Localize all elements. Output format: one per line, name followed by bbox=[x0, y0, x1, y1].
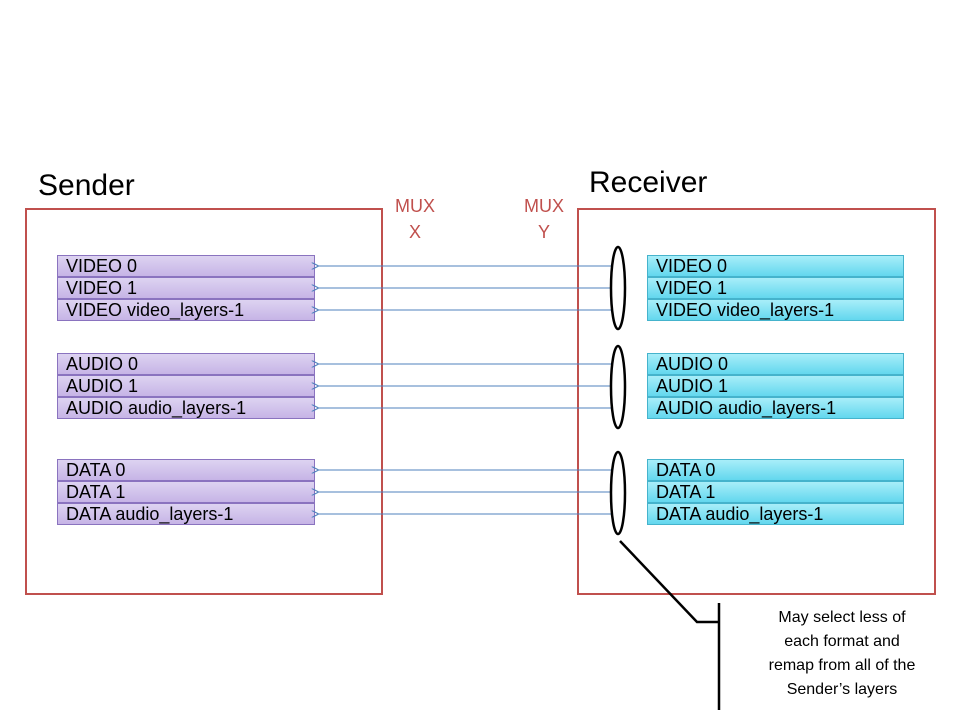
sender-layer-audio-0: AUDIO 0 bbox=[57, 353, 315, 375]
sender-layer-data-1: DATA 1 bbox=[57, 481, 315, 503]
note-line-2: each format and bbox=[784, 633, 900, 650]
mux-x-label: MUX X bbox=[391, 193, 439, 245]
sender-layer-data-0: DATA 0 bbox=[57, 459, 315, 481]
receiver-layer-video-1: VIDEO 1 bbox=[647, 277, 904, 299]
sender-layer-video-1: VIDEO 1 bbox=[57, 277, 315, 299]
sender-layer-video-last: VIDEO video_layers-1 bbox=[57, 299, 315, 321]
mux-x-line1: MUX bbox=[395, 196, 435, 216]
mux-y-line2: Y bbox=[537, 222, 550, 242]
callout-line bbox=[619, 540, 719, 624]
receiver-layer-data-0: DATA 0 bbox=[647, 459, 904, 481]
sender-layer-audio-1: AUDIO 1 bbox=[57, 375, 315, 397]
sender-panel bbox=[25, 208, 383, 595]
receiver-layer-data-1: DATA 1 bbox=[647, 481, 904, 503]
receiver-layer-audio-0: AUDIO 0 bbox=[647, 353, 904, 375]
callout-note: May select less of each format and remap… bbox=[744, 606, 940, 702]
receiver-layer-data-last: DATA audio_layers-1 bbox=[647, 503, 904, 525]
mux-y-label: MUX Y bbox=[520, 193, 568, 245]
sender-layer-data-last: DATA audio_layers-1 bbox=[57, 503, 315, 525]
mux-x-line2: X bbox=[408, 222, 421, 242]
receiver-layer-video-0: VIDEO 0 bbox=[647, 255, 904, 277]
note-line-3: remap from all of the bbox=[768, 657, 916, 674]
note-line-4: Sender’s layers bbox=[786, 681, 898, 698]
data-selection-ellipse bbox=[609, 450, 627, 536]
receiver-layer-audio-1: AUDIO 1 bbox=[647, 375, 904, 397]
receiver-panel bbox=[577, 208, 936, 595]
audio-selection-ellipse bbox=[609, 344, 627, 430]
sender-title: Sender bbox=[38, 169, 135, 202]
receiver-layer-video-last: VIDEO video_layers-1 bbox=[647, 299, 904, 321]
mux-y-line1: MUX bbox=[524, 196, 564, 216]
receiver-layer-audio-last: AUDIO audio_layers-1 bbox=[647, 397, 904, 419]
sender-layer-audio-last: AUDIO audio_layers-1 bbox=[57, 397, 315, 419]
receiver-title: Receiver bbox=[589, 166, 708, 199]
video-selection-ellipse bbox=[609, 245, 627, 331]
note-line-1: May select less of bbox=[778, 609, 906, 626]
